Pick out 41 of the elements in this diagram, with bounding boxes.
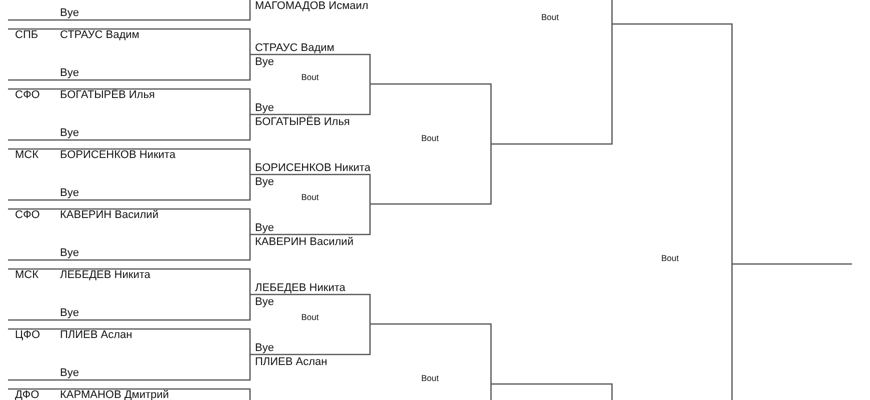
bout-label: Bout [421, 374, 439, 382]
athlete-name: БОГАТЫРЁВ Илья [255, 116, 350, 128]
region-code: ЦФО [15, 330, 40, 340]
region-code: СФО [15, 210, 40, 220]
bye-label: Bye [60, 188, 79, 198]
bye-label: Bye [60, 128, 79, 138]
bye-label: Bye [60, 8, 79, 18]
region-code: МСК [15, 150, 39, 160]
athlete-name: СТРАУС Вадим [60, 30, 140, 40]
bye-label: Bye [255, 342, 274, 354]
bye-label: Bye [255, 222, 274, 234]
athlete-name: БОРИСЕНКОВ Никита [255, 162, 370, 174]
bout-label: Bout [541, 12, 559, 22]
bye-label: Bye [60, 248, 79, 258]
region-code: МСК [15, 270, 39, 280]
region-code: СПБ [15, 30, 38, 40]
athlete-name: ПЛИЕВ Аслан [255, 356, 328, 368]
bout-label: Bout [301, 72, 319, 82]
bout-label: Bout [661, 254, 679, 262]
bout-label: Bout [301, 312, 319, 322]
bye-label: Bye [60, 368, 79, 378]
bout-label: Bout [421, 134, 439, 142]
athlete-name: БОГАТЫРЁВ Илья [60, 90, 155, 100]
region-code: ДФО [15, 390, 40, 400]
athlete-name: КАВЕРИН Василий [60, 210, 158, 220]
athlete-name: БОРИСЕНКОВ Никита [60, 150, 176, 160]
athlete-name: КАРМАНОВ Дмитрий [60, 390, 169, 400]
bye-label: Bye [60, 68, 79, 78]
bye-label: Bye [255, 296, 274, 308]
bye-label: Bye [255, 102, 274, 114]
athlete-name: КАВЕРИН Василий [255, 236, 354, 248]
athlete-name: ЛЕБЕДЕВ Никита [60, 270, 150, 280]
bye-label: Bye [60, 308, 79, 318]
athlete-name: СТРАУС Вадим [255, 42, 334, 54]
athlete-name: МАГОМАДОВ Исмаил [255, 1, 368, 12]
region-code: СФО [15, 90, 40, 100]
bye-label: Bye [255, 176, 274, 188]
bye-label: Bye [255, 56, 274, 68]
athlete-name: ЛЕБЕДЕВ Никита [255, 282, 346, 294]
bout-label: Bout [301, 192, 319, 202]
athlete-name: ПЛИЕВ Аслан [60, 330, 132, 340]
